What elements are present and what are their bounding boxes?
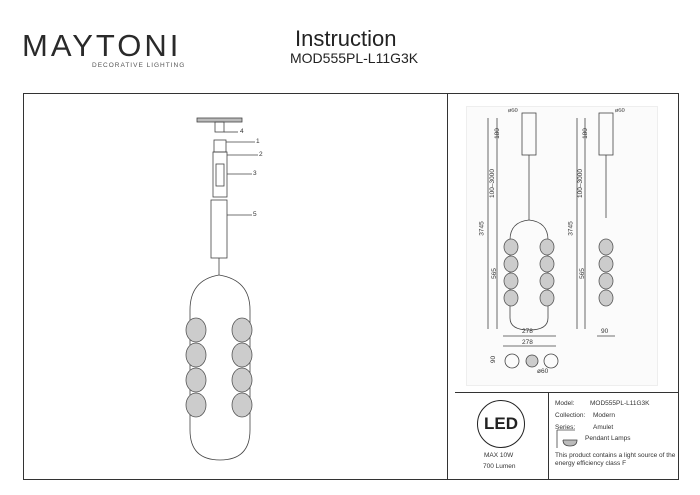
energy-note: This product contains a light source of … xyxy=(555,452,676,467)
drawing-frame xyxy=(23,93,679,480)
dim-cable-side: 100–3000 xyxy=(576,169,584,198)
info-divider xyxy=(548,392,549,480)
dim-canopy-height-front: 180 xyxy=(493,128,501,139)
page-title: Instruction xyxy=(295,26,397,51)
glass-shades-right xyxy=(231,317,253,418)
collection-value: Modern xyxy=(593,412,616,419)
pendant-lamp-icon xyxy=(556,429,578,448)
max-power: MAX 10W xyxy=(484,452,514,459)
brand-tagline: DECORATIVE LIGHTING xyxy=(92,62,186,69)
dimension-panel xyxy=(466,106,658,386)
dim-body-front: 565 xyxy=(490,268,498,279)
dim-depth-side: 90 xyxy=(601,328,609,335)
dim-canopy-height-side: 180 xyxy=(581,128,589,139)
dim-body-side: 565 xyxy=(578,268,586,279)
exploded-view xyxy=(185,117,258,461)
dim-width-top: 278 xyxy=(522,339,533,346)
collection-label: Collection: xyxy=(555,412,586,419)
part-label-4: 4 xyxy=(240,128,244,135)
dim-base-diameter: ø60 xyxy=(537,368,549,375)
series-label: Series: xyxy=(555,424,576,431)
part-label-3: 3 xyxy=(253,170,257,177)
info-box xyxy=(455,392,679,481)
dim-canopy-diameter-front: ø60 xyxy=(508,107,518,114)
dim-cable-front: 100–3000 xyxy=(488,169,496,198)
type-value: Pendant Lamps xyxy=(585,435,631,442)
front-view xyxy=(487,112,559,369)
frame-divider xyxy=(447,93,448,480)
led-badge: LED xyxy=(477,400,525,448)
model-code: MOD555PL-L11G3K xyxy=(290,50,419,66)
dim-canopy-diameter-side: ø60 xyxy=(615,107,625,114)
dim-width: 278 xyxy=(522,328,533,335)
dim-depth-top: 90 xyxy=(490,355,498,364)
brand-logo: MAYTONI xyxy=(22,28,182,63)
part-label-1: 1 xyxy=(256,138,260,145)
lumen: 700 Lumen xyxy=(483,463,516,470)
series-value: Amulet xyxy=(593,424,614,431)
model-value: MOD555PL-L11G3K xyxy=(590,400,650,407)
part-label-5: 5 xyxy=(253,211,257,218)
side-view xyxy=(576,112,615,337)
glass-shades-left xyxy=(185,317,207,418)
dim-total-side: 3745 xyxy=(567,221,575,236)
dim-total-front: 3745 xyxy=(478,221,486,236)
part-label-2: 2 xyxy=(259,151,263,158)
model-label: Model: xyxy=(555,400,575,407)
